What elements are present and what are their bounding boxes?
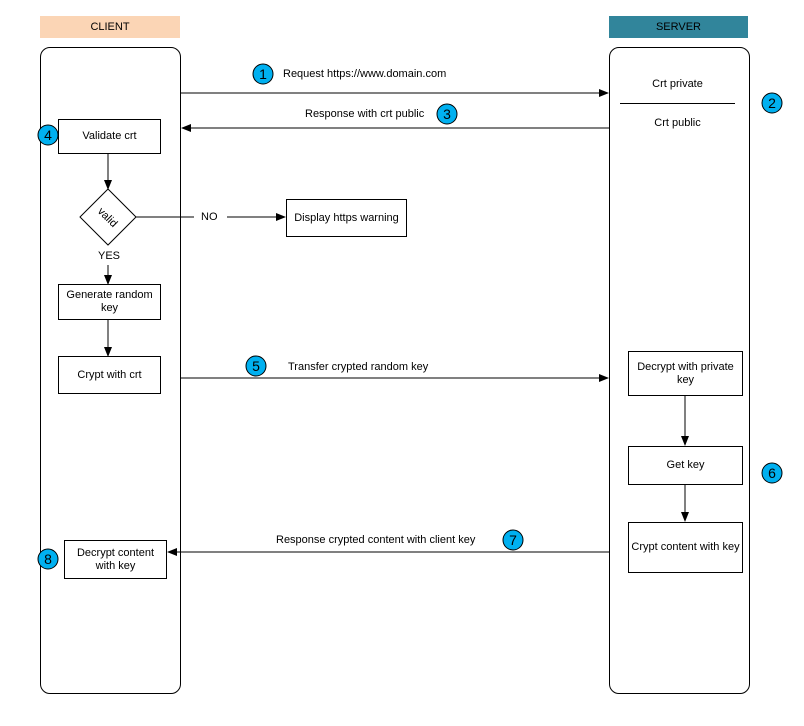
step-5-badge: 5 <box>245 355 267 377</box>
step-7-badge: 7 <box>502 529 524 551</box>
step-4-badge: 4 <box>37 124 59 146</box>
crt-private-box: Crt private <box>620 66 735 104</box>
step-3-number: 3 <box>443 106 451 122</box>
response-crt-label: Response with crt public <box>305 108 425 120</box>
validate-crt-box: Validate crt <box>58 119 161 154</box>
no-label: NO <box>201 211 218 223</box>
step-8-number: 8 <box>44 551 52 567</box>
yes-label: YES <box>98 250 121 262</box>
display-warning-label: Display https warning <box>294 211 399 224</box>
step-2-badge: 2 <box>761 92 783 114</box>
generate-key-label: Generate random key <box>66 289 153 314</box>
client-header-label: CLIENT <box>90 21 130 33</box>
decrypt-private-box: Decrypt with private key <box>628 351 743 396</box>
crypt-content-box: Crypt content with key <box>628 522 743 573</box>
client-header: CLIENT <box>40 16 180 38</box>
step-4-number: 4 <box>44 127 52 143</box>
step-6-badge: 6 <box>761 462 783 484</box>
decision-diamond <box>79 188 137 246</box>
server-header-label: SERVER <box>655 21 702 33</box>
step-3-badge: 3 <box>436 103 458 125</box>
request-label: Request https://www.domain.com <box>283 68 447 80</box>
step-5-number: 5 <box>252 358 260 374</box>
server-header: SERVER <box>609 16 748 38</box>
transfer-key-label: Transfer crypted random key <box>288 361 429 373</box>
decrypt-private-label: Decrypt with private key <box>637 360 734 386</box>
step-6-number: 6 <box>768 465 776 481</box>
step-1-badge: 1 <box>252 63 274 85</box>
crt-public-box: Crt public <box>620 104 735 142</box>
decrypt-content-box: Decrypt content with key <box>64 540 167 579</box>
step-7-number: 7 <box>509 532 517 548</box>
generate-key-box: Generate random key <box>58 284 161 320</box>
step-1-number: 1 <box>259 66 267 82</box>
get-key-label: Get key <box>666 459 705 471</box>
display-warning-box: Display https warning <box>286 199 407 237</box>
response-content-label: Response crypted content with client key <box>276 534 476 546</box>
crypt-with-crt-box: Crypt with crt <box>58 356 161 394</box>
crypt-with-crt-label: Crypt with crt <box>77 368 142 381</box>
crypt-content-label: Crypt content with key <box>631 541 740 553</box>
get-key-box: Get key <box>628 446 743 485</box>
step-8-badge: 8 <box>37 548 59 570</box>
validate-crt-label: Validate crt <box>82 130 137 142</box>
decrypt-content-label: Decrypt content with key <box>76 546 155 572</box>
crt-private-label: Crt private <box>652 78 703 90</box>
server-cert-box: Crt private Crt public <box>620 66 735 142</box>
crt-public-label: Crt public <box>654 116 701 129</box>
step-2-number: 2 <box>768 95 776 111</box>
